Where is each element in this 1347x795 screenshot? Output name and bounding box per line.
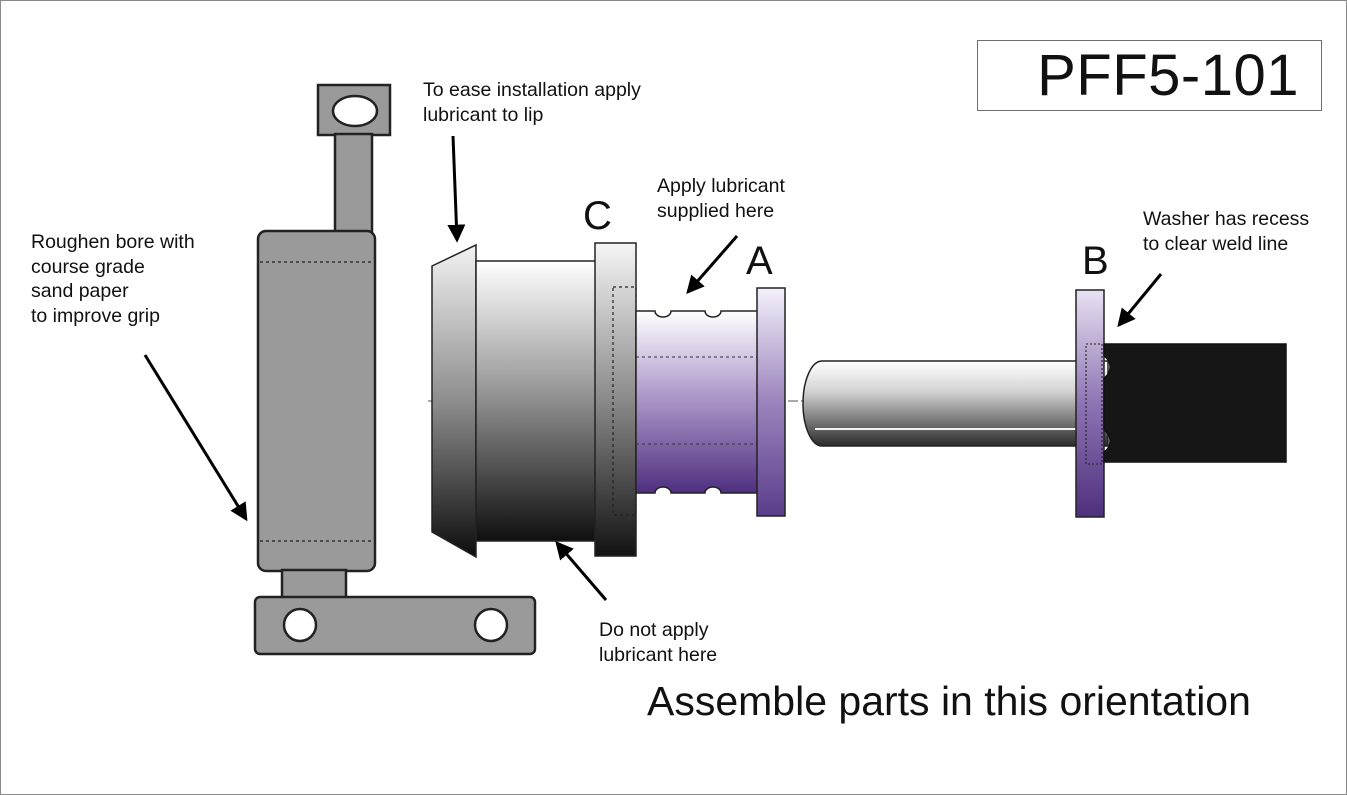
bush-c-part [431,242,637,559]
shaft-assembly [802,289,1287,518]
note-no-lubricant: Do not apply lubricant here [599,619,718,666]
label-c: C [583,194,612,238]
note-roughen-bore: Roughen bore with course grade sand pape… [31,231,195,327]
label-b: B [1082,239,1109,283]
eye-bracket-part [253,83,537,656]
arrow-bore [143,354,248,522]
note-lip-lubricant: To ease installation apply lubricant to … [423,79,641,126]
arrow-no-lube [555,540,608,601]
arrow-washer [1117,273,1163,328]
orientation-caption: Assemble parts in this orientation [647,678,1251,724]
part-code: PFF5-101 [1037,43,1299,108]
part-code-box: PFF5-101 [977,40,1322,111]
bush-a-part [635,287,786,517]
arrow-supplied [686,235,739,295]
arrow-lip [447,135,466,243]
note-apply-supplied-lubricant: Apply lubricant supplied here [657,175,785,222]
label-a: A [746,239,773,283]
note-washer-recess: Washer has recess to clear weld line [1143,208,1310,255]
leader-arrows [143,135,1163,601]
